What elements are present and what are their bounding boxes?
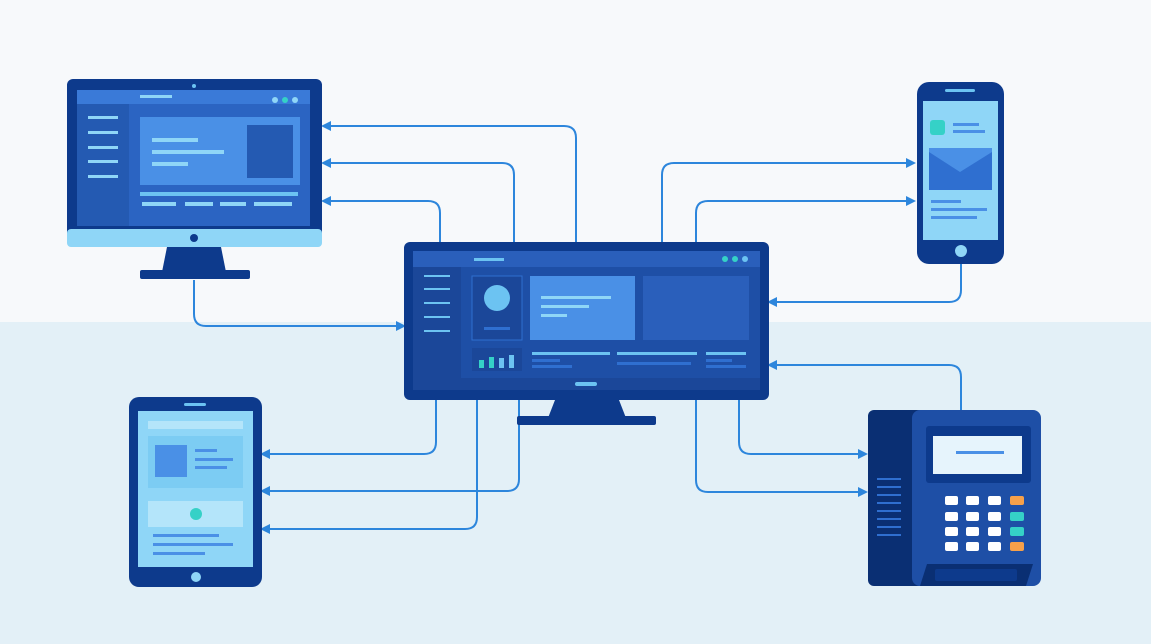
tablet	[129, 397, 262, 587]
central-base	[517, 416, 656, 425]
connector-tablet-2	[260, 400, 520, 496]
connector-pos-3	[767, 360, 962, 410]
connector-phone-3	[767, 263, 962, 307]
tablet-home-button	[191, 572, 201, 582]
connector-tablet-3	[260, 400, 478, 534]
central-display	[404, 242, 769, 425]
connector-phone-2	[695, 196, 916, 242]
smartphone	[917, 82, 1004, 264]
pos-display	[933, 436, 1022, 474]
central-sidebar	[413, 267, 461, 378]
monitor-sidebar	[77, 104, 129, 226]
central-stand	[548, 400, 626, 418]
connector-desktop-4	[193, 280, 406, 331]
connector-tablet-1	[260, 400, 437, 459]
profile-avatar	[484, 285, 510, 311]
monitor-power-dot	[190, 234, 198, 242]
connector-pos-1	[738, 400, 868, 459]
phone-home-button	[955, 245, 967, 257]
monitor-stand	[162, 247, 226, 272]
pos-terminal	[868, 410, 1041, 586]
desktop-monitor	[67, 79, 322, 279]
connector-pos-2	[695, 400, 868, 497]
pos-keypad	[945, 496, 1024, 551]
monitor-base	[140, 270, 250, 279]
connector-desktop-2	[321, 158, 515, 242]
connector-desktop-1	[321, 121, 577, 242]
connector-lines	[193, 121, 962, 534]
connector-desktop-3	[321, 196, 441, 242]
connector-phone-1	[661, 158, 916, 242]
